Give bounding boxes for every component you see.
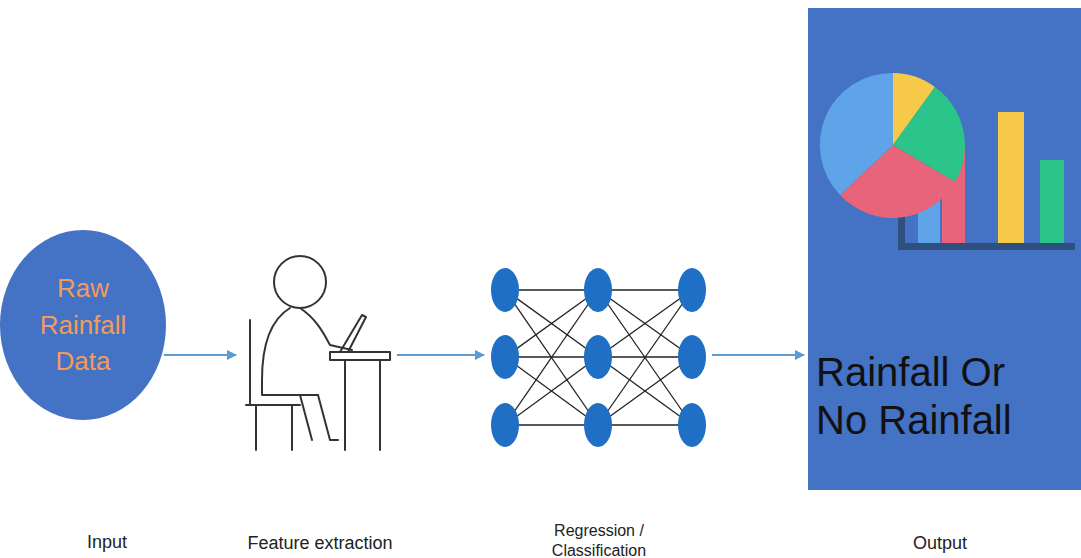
stage-caption: Input xyxy=(57,532,157,554)
chart-bar xyxy=(998,112,1024,243)
network-neuron xyxy=(584,268,612,312)
input-node: Raw Rainfall DataInput xyxy=(0,230,166,420)
network-neuron xyxy=(678,403,706,447)
network-link xyxy=(505,290,598,357)
input-circle xyxy=(0,230,166,420)
desk xyxy=(330,352,390,450)
chart-axis xyxy=(898,243,1075,250)
person-leg xyxy=(300,395,312,440)
network-link xyxy=(598,357,692,425)
flow-arrow xyxy=(397,354,484,356)
network-link xyxy=(598,424,692,425)
process-node: Regression / Classification xyxy=(488,265,710,450)
flow-arrow xyxy=(712,354,804,356)
network-link xyxy=(598,290,692,425)
network-neuron xyxy=(491,335,519,379)
network-neuron xyxy=(678,268,706,312)
chart-bar xyxy=(1040,160,1064,243)
circle-node-label: Raw Rainfall Data xyxy=(23,270,143,379)
person-head xyxy=(274,256,326,308)
network-link xyxy=(505,357,598,425)
output-panel xyxy=(808,8,1081,490)
stage-caption: Regression / Classification xyxy=(524,521,674,558)
network-link xyxy=(505,290,598,357)
laptop xyxy=(340,315,366,352)
network-link xyxy=(598,290,692,425)
network-neuron xyxy=(491,268,519,312)
stage-caption: Feature extraction xyxy=(235,533,405,555)
stage-caption: Output xyxy=(890,533,990,555)
network-neuron xyxy=(678,335,706,379)
network-link xyxy=(598,290,692,357)
output-node: Rainfall Or No RainfallOutput xyxy=(808,8,1081,490)
person-body xyxy=(262,308,318,395)
output-text: Rainfall Or No Rainfall xyxy=(816,348,1056,444)
flow-arrow xyxy=(164,354,236,356)
process-node: Feature extraction xyxy=(240,250,395,455)
network-neuron xyxy=(584,335,612,379)
pie-slice xyxy=(820,73,893,195)
network-link xyxy=(505,357,598,425)
chair xyxy=(246,320,300,450)
network-link xyxy=(598,289,692,290)
network-neuron xyxy=(584,403,612,447)
neural-network xyxy=(491,268,706,447)
network-link xyxy=(598,357,692,425)
person-leg xyxy=(318,395,338,440)
chart-icon xyxy=(820,73,1075,250)
network-neuron xyxy=(491,403,519,447)
person-sketch xyxy=(246,256,390,450)
network-link xyxy=(598,290,692,357)
